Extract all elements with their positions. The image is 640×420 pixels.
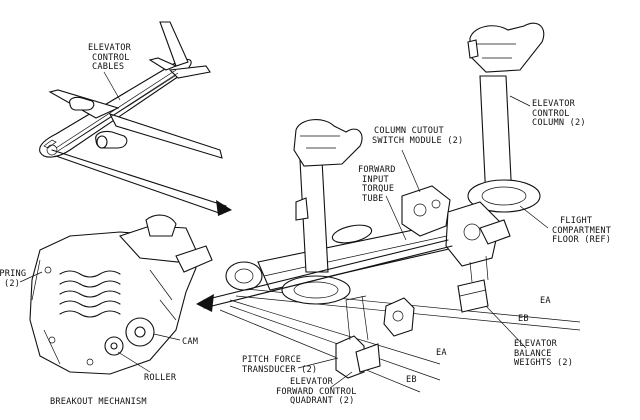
eb-lower-label: EB [406,375,417,385]
detail-pointer-lower [203,245,453,309]
balance-weights-line-3: WEIGHTS (2) [514,358,574,369]
balance-weights-leader [485,305,527,349]
control-column-line-1: ELEVATOR [532,99,575,109]
roller-label: ROLLER [144,373,177,383]
pitch-force-transducer-label: PITCH FORCE TRANSDUCER (2) [242,355,318,375]
callout-arrowhead [216,200,232,216]
forward-quadrant-line-1: ELEVATOR [290,377,333,387]
ea-lower-label: EA [436,348,447,358]
balance-weights-label: ELEVATOR BALANCE WEIGHTS (2) [514,339,574,369]
forward-quadrant-line-2: FORWARD CONTROL [276,386,357,397]
flight-compartment-floor-label: FLIGHT COMPARTMENT FLOOR (REF) [552,216,612,246]
floor-line-3: FLOOR (REF) [552,235,612,246]
spring-label: SPRING (2) [0,269,27,289]
eb-right-label: EB [518,314,529,324]
pitch-force-line-1: PITCH FORCE [242,355,302,365]
forward-control-quadrant-label: ELEVATOR FORWARD CONTROL QUADRANT (2) [276,377,357,407]
forward-input-torque-tube-label: FORWARD INPUT TORQUE TUBE [358,165,396,204]
column-cutout-leader [401,149,421,193]
pitch-force-line-2: TRANSDUCER (2) [242,364,318,375]
breakout-mechanism-illustration [29,214,213,375]
breakout-mechanism-label: BREAKOUT MECHANISM [50,397,147,407]
column-cutout-line-2: SWITCH MODULE (2) [372,135,464,146]
control-column-leader [509,95,531,107]
control-column-line-3: COLUMN (2) [532,118,586,129]
forward-input-line-1: FORWARD [358,165,396,175]
elevator-system-illustration [219,22,581,393]
pitch-force-leader [297,357,339,369]
floor-leader [519,205,549,229]
callout-line-upper [51,149,227,207]
forward-input-leader [385,195,407,241]
forward-input-line-4: TUBE [362,193,384,204]
callout-line-lower [55,155,223,215]
elevator-control-cables-label: ELEVATOR CONTROL CABLES [88,43,131,73]
column-cutout-label: COLUMN CUTOUT SWITCH MODULE (2) [372,126,464,146]
detail-pointer-arrowhead [196,294,214,312]
airplane-illustration [39,21,223,159]
roller-leader [117,351,151,373]
cables-line-1: ELEVATOR [88,43,131,53]
cam-leader [153,333,181,341]
cables-leader [103,71,121,101]
detail-pointer-upper [203,239,449,301]
forward-input-line-2: INPUT [362,174,389,185]
elevator-control-column-label: ELEVATOR CONTROL COLUMN (2) [532,99,586,129]
forward-input-line-3: TORQUE [362,184,395,195]
spring-leader [19,271,43,283]
balance-weights-line-1: ELEVATOR [514,339,557,349]
ea-right-label: EA [540,296,551,306]
cam-label: CAM [182,337,199,347]
floor-line-1: FLIGHT [560,216,593,226]
spring-line-1: SPRING [0,269,27,279]
cables-line-3: CABLES [92,62,125,73]
forward-quadrant-leader [329,371,353,389]
floor-line-2: COMPARTMENT [552,225,612,236]
balance-weights-line-2: BALANCE [514,348,552,359]
forward-quadrant-line-3: QUADRANT (2) [290,396,355,407]
control-column-line-2: CONTROL [532,108,570,119]
spring-line-2: (2) [4,278,21,289]
cables-line-2: CONTROL [92,52,130,63]
column-cutout-line-1: COLUMN CUTOUT [374,126,444,136]
